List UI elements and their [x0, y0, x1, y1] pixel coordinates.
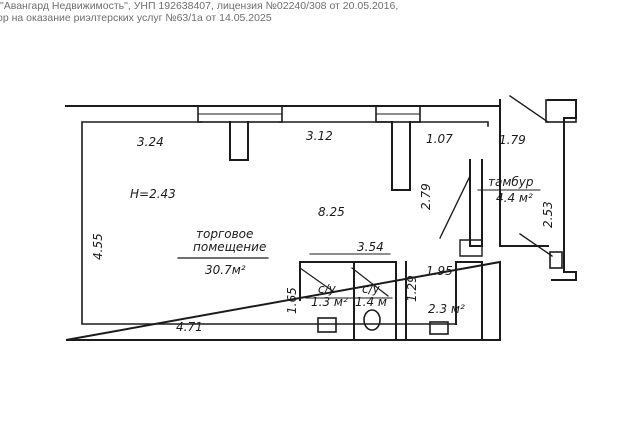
small-room-door	[459, 239, 483, 257]
wc2-name: с/у	[362, 282, 381, 296]
dim-top-right-a: 1.07	[426, 132, 453, 146]
watermark: "Авангард Недвижимость", УНП 192638407, …	[0, 0, 398, 24]
dim-wc-height: 1.65	[285, 287, 299, 314]
wc-door-arc-1	[299, 267, 335, 293]
watermark-line-1: "Авангард Недвижимость", УНП 192638407, …	[0, 0, 399, 12]
dim-wc-height-2: 1.29	[405, 275, 419, 302]
dim-vertical-right: 2.79	[419, 183, 433, 210]
vestibule-door-block	[545, 99, 577, 123]
vestibule-door-leaf	[509, 95, 549, 123]
sink	[429, 321, 449, 335]
room-name-line-2: помещение	[193, 240, 266, 254]
dim-left: 4.55	[91, 233, 105, 260]
wc2-area: 1.4 м	[355, 295, 387, 309]
dim-bottom: 4.71	[176, 320, 203, 334]
wc-door-arc-2	[351, 267, 389, 297]
dim-top-right-b: 1.79	[499, 133, 526, 147]
wc-partition	[299, 261, 483, 341]
vestibule-post	[549, 251, 563, 269]
wc1-name: с/у	[318, 282, 337, 296]
watermark-line-2: ор на оказание риэлтерских услуг №63/1а …	[0, 12, 272, 24]
vestibule-name: тамбур	[488, 175, 534, 189]
dim-small: 1.95	[426, 264, 453, 278]
dim-vestibule-height: 2.53	[541, 201, 555, 228]
small-room-area: 2.3 м²	[428, 302, 465, 316]
toilet-2	[363, 309, 381, 331]
door-leaf-right	[439, 175, 471, 239]
toilet-1	[317, 317, 337, 333]
partition-right	[469, 159, 483, 247]
wc1-area: 1.3 м²	[311, 295, 348, 309]
vestibule-area: 4.4 м²	[496, 191, 533, 205]
room-name-line-1: торговое	[196, 227, 253, 241]
dim-inner: 3.54	[357, 240, 384, 254]
room-area: 30.7м²	[205, 263, 246, 277]
dim-top-left: 3.24	[137, 135, 164, 149]
dim-center: 8.25	[318, 205, 345, 219]
pilaster-2	[391, 121, 411, 191]
vestibule-door-leaf-2	[519, 233, 553, 257]
ceiling-height: Н=2.43	[130, 187, 176, 201]
dim-top-mid: 3.12	[306, 129, 333, 143]
inner-wall-line	[81, 121, 489, 325]
pilaster-1	[229, 121, 249, 161]
